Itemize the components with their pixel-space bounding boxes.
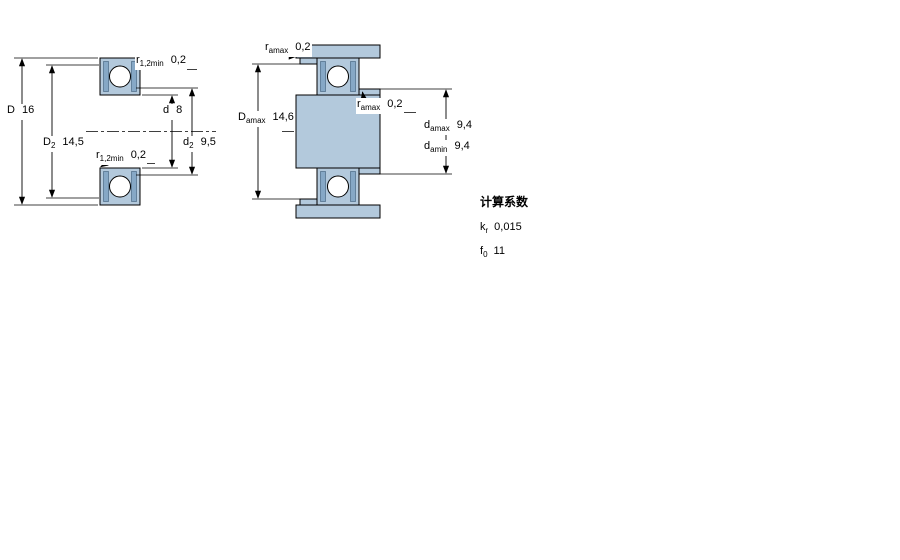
bearing-ring-bottom [99,167,141,206]
ball [327,65,349,88]
housing-bottom [295,204,381,219]
calculation-factors-title: 计算系数 [480,195,529,209]
mounted-bearing-bottom [316,167,360,206]
bearing-ring-top [99,57,141,96]
ball [109,175,131,198]
right-figure-abutment-section [252,44,452,219]
seal-right [131,61,137,92]
ball [109,65,131,88]
seal-right [350,61,356,92]
housing-shoulder-top [299,57,318,65]
shaft-shoulder-top [358,88,381,96]
seal-left [320,61,326,92]
seal-right [350,171,356,202]
seal-left [320,171,326,202]
seal-left [103,61,109,92]
ball [327,175,349,198]
shaft-shoulder-bottom [358,167,381,175]
seal-right [131,171,137,202]
mounted-bearing-top [316,57,360,96]
housing-shoulder-bottom [299,198,318,206]
left-figure-bearing-section [14,57,216,206]
seal-left [103,171,109,202]
